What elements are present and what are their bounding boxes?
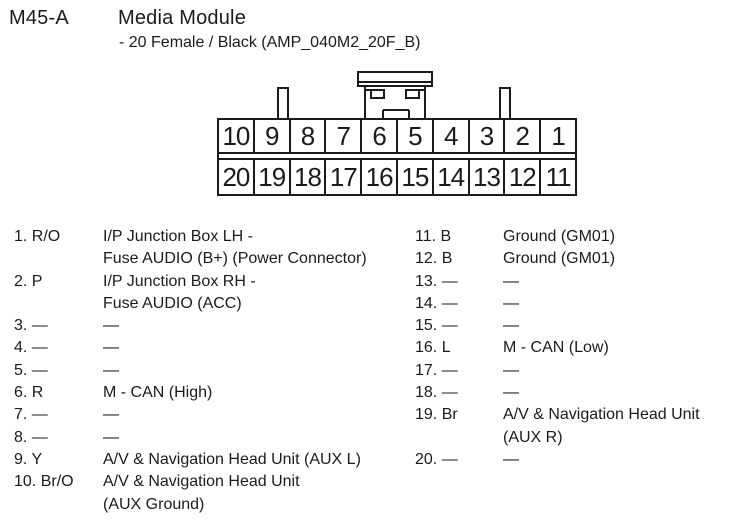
pin-row-8: 8. — — [14, 427, 414, 449]
pin-row-top: 10 9 8 7 6 5 4 3 2 1 [219, 120, 575, 152]
module-title: Media Module [118, 7, 247, 29]
pin-row-20: 20. — — [415, 449, 745, 471]
connector-tab-right-icon [499, 87, 511, 118]
pin-label: 1. R/O [14, 228, 61, 245]
pin-row-5: 5. — — [14, 360, 414, 382]
pin-label: 12. B [415, 250, 453, 268]
pin-description: A/V & Navigation Head Unit (AUX R) [503, 406, 700, 446]
pin-cell-4: 4 [434, 120, 470, 152]
pin-grid-divider [219, 152, 575, 160]
pin-label: 13. — [415, 272, 458, 290]
pin-description: — [503, 361, 519, 379]
pin-description: — [503, 294, 519, 312]
pin-row-11: 11. B Ground (GM01) [415, 226, 745, 248]
pin-row-13: 13. — — [415, 271, 745, 293]
pin-label: 8. — [14, 428, 48, 446]
pin-cell-17: 17 [326, 160, 363, 194]
pin-cell-9: 9 [255, 120, 291, 152]
pin-row-19: 19. Br A/V & Navigation Head Unit (AUX R… [415, 404, 745, 449]
pin-description: M - CAN (Low) [503, 339, 609, 357]
pin-description: I/P Junction Box LH - Fuse AUDIO (B+) (P… [103, 228, 367, 268]
pin-cell-20: 20 [219, 160, 255, 194]
pin-description: — [103, 317, 119, 335]
pin-description: — [103, 339, 119, 357]
pin-description: Ground (GM01) [503, 228, 616, 245]
pin-row-17: 17. — — [415, 360, 745, 382]
connector-tab-left-icon [277, 87, 289, 118]
pin-cell-13: 13 [470, 160, 506, 194]
pin-label: 19. Br [415, 406, 458, 424]
pin-row-14: 14. — — [415, 293, 745, 315]
pin-row-bottom: 20 19 18 17 16 15 14 13 12 11 [219, 160, 575, 194]
pin-label: 4. — [14, 339, 48, 357]
pin-description: — [103, 361, 119, 379]
pin-row-9: 9. Y A/V & Navigation Head Unit (AUX L) [14, 449, 414, 471]
pin-description: I/P Junction Box RH - Fuse AUDIO (ACC) [103, 272, 256, 312]
pin-label: 17. — [415, 361, 458, 379]
pin-description: — [503, 272, 519, 290]
pin-grid: 10 9 8 7 6 5 4 3 2 1 20 19 18 17 16 15 1… [217, 118, 577, 196]
pin-label: 11. B [415, 228, 452, 245]
pin-cell-16: 16 [362, 160, 398, 194]
pin-cell-11: 11 [545, 162, 572, 192]
connector-id: M45-A [9, 7, 69, 29]
pin-description: — [503, 317, 519, 335]
pin-label: 16. L [415, 339, 451, 357]
pin-label: 20. — [415, 450, 458, 468]
pin-row-4: 4. — — [14, 337, 414, 359]
pin-label: 15. — [415, 317, 458, 335]
pin-cell-12: 12 [505, 160, 542, 194]
pin-description: — [503, 384, 519, 402]
pin-description: M - CAN (High) [103, 384, 213, 402]
pin-label: 9. Y [14, 450, 43, 468]
pin-label: 5. — [14, 361, 48, 379]
pin-label: 3. — [14, 317, 48, 335]
pin-cell-7: 7 [326, 120, 363, 152]
pin-table-left: 1. R/O I/P Junction Box LH - Fuse AUDIO … [14, 226, 414, 516]
pin-cell-14: 14 [434, 160, 470, 194]
pin-description: — [103, 428, 119, 446]
pin-description: — [103, 406, 119, 424]
connector-latch-icon [357, 71, 433, 87]
pin-cell-5: 5 [398, 120, 434, 152]
pin-row-2: 2. P I/P Junction Box RH - Fuse AUDIO (A… [14, 271, 414, 316]
pin-cell-18: 18 [291, 160, 327, 194]
pin-cell-10: 10 [219, 120, 255, 152]
pin-row-16: 16. L M - CAN (Low) [415, 337, 745, 359]
connector-diagram: 10 9 8 7 6 5 4 3 2 1 20 19 18 17 16 15 1… [217, 71, 577, 196]
pin-row-18: 18. — — [415, 382, 745, 404]
pin-label: 6. R [14, 384, 44, 402]
pin-description: A/V & Navigation Head Unit (AUX Ground) [103, 473, 300, 513]
pin-cell-1: 1 [551, 121, 565, 151]
pin-row-15: 15. — — [415, 315, 745, 337]
pin-label: 18. — [415, 384, 458, 402]
pin-cell-2: 2 [505, 120, 542, 152]
pin-label: 14. — [415, 294, 458, 312]
pin-row-12: 12. B Ground (GM01) [415, 248, 745, 270]
pin-description: — [503, 450, 519, 468]
pin-description: A/V & Navigation Head Unit (AUX L) [103, 450, 361, 468]
pin-description: Ground (GM01) [503, 250, 616, 268]
pin-row-6: 6. R M - CAN (High) [14, 382, 414, 404]
connector-latch-and-tabs-icon [277, 71, 511, 118]
pin-cell-8: 8 [291, 120, 327, 152]
pin-cell-6: 6 [362, 120, 398, 152]
pin-row-10: 10. Br/O A/V & Navigation Head Unit (AUX… [14, 471, 414, 516]
pin-label: 10. Br/O [14, 473, 74, 491]
pin-cell-3: 3 [470, 120, 506, 152]
pin-table-right: 11. B Ground (GM01) 12. B Ground (GM01) … [415, 226, 745, 471]
pin-row-3: 3. — — [14, 315, 414, 337]
connector-subtitle: - 20 Female / Black (AMP_040M2_20F_B) [119, 34, 421, 51]
pin-label: 7. — [14, 406, 48, 424]
pin-cell-15: 15 [398, 160, 434, 194]
pin-label: 2. P [14, 272, 43, 290]
pin-row-7: 7. — — [14, 404, 414, 426]
pin-cell-19: 19 [255, 160, 291, 194]
pin-row-1: 1. R/O I/P Junction Box LH - Fuse AUDIO … [14, 226, 414, 271]
